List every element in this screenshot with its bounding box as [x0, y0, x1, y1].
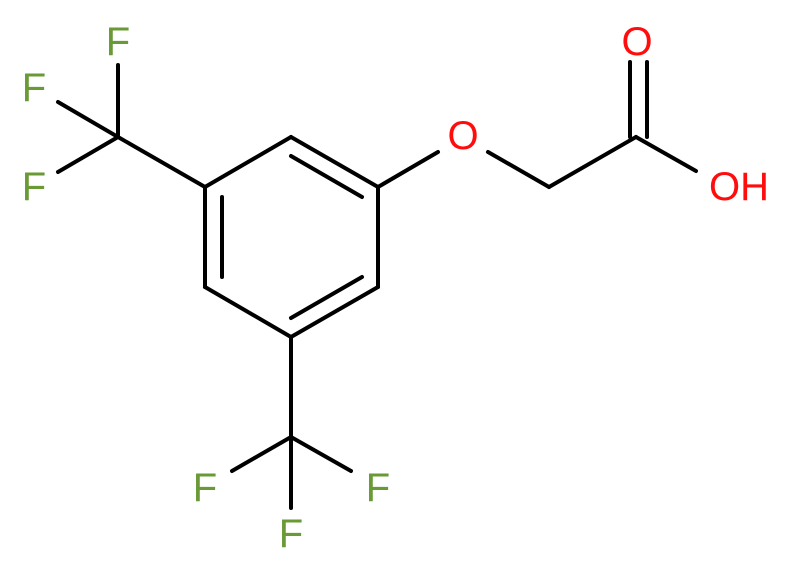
bonds [56, 60, 698, 510]
hydroxyl-label: OH [709, 165, 769, 209]
ring-bond [203, 135, 293, 189]
ring-bond [203, 285, 293, 339]
atom-labels: F F F F F F O O OH [22, 20, 769, 556]
ring-inner-bond [289, 154, 364, 199]
ring-inner-bond [289, 275, 364, 320]
c-f-bond [230, 435, 293, 473]
fluorine-label: F [193, 466, 217, 510]
c-f-bond [56, 100, 120, 139]
ring-to-cf3-bond [116, 135, 207, 189]
o-ch2-bond [486, 150, 551, 189]
c-f-bond [56, 135, 120, 174]
fluorine-label: F [22, 66, 46, 110]
fluorine-label: F [366, 466, 390, 510]
fluorine-label: F [22, 165, 46, 209]
ring-o-bond [376, 150, 440, 189]
ring-bond [289, 285, 380, 339]
c-oh-bond [634, 135, 698, 173]
c-f-bond [289, 435, 353, 473]
ring-bond [289, 135, 380, 189]
ether-oxygen-label: O [447, 114, 478, 158]
fluorine-label: F [106, 20, 130, 64]
ch2-c-bond [547, 135, 638, 189]
fluorine-label: F [279, 512, 303, 556]
carbonyl-oxygen-label: O [621, 20, 652, 64]
